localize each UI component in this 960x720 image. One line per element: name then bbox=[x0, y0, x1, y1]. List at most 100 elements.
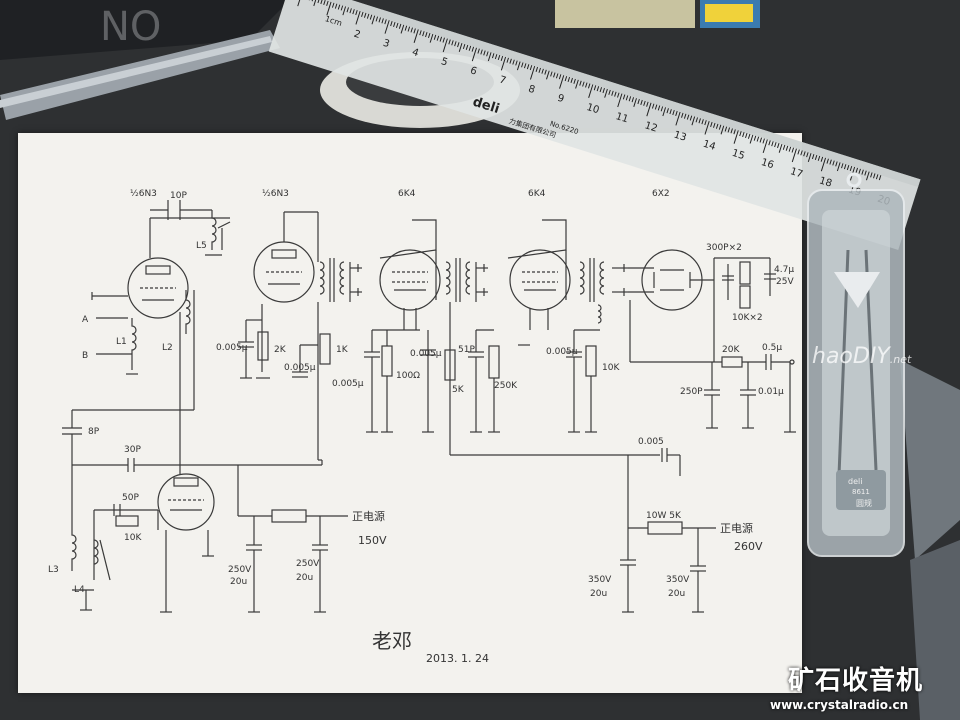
ruler-tick bbox=[742, 132, 745, 138]
label-v5: 6X2 bbox=[652, 189, 670, 199]
ruler-tick bbox=[756, 136, 760, 142]
label-10p: 10P bbox=[170, 191, 187, 201]
ruler-tick bbox=[567, 76, 571, 83]
ruler-tick bbox=[323, 0, 326, 6]
ruler-tick bbox=[849, 165, 853, 172]
ruler-tick bbox=[785, 145, 789, 151]
ruler-tick bbox=[340, 5, 344, 11]
ruler-tick bbox=[646, 101, 649, 107]
ruler-tick bbox=[704, 120, 707, 126]
ruler-tick bbox=[516, 61, 521, 71]
ruler-tick bbox=[468, 45, 472, 51]
ruler-tick bbox=[727, 127, 731, 133]
label-10k: 10K bbox=[602, 363, 620, 373]
watermark-haodiy: haoDIY.net bbox=[812, 344, 911, 369]
ruler-tick bbox=[631, 97, 635, 103]
label-c350b-v: 350V bbox=[666, 575, 690, 585]
ruler-tick bbox=[433, 34, 437, 40]
ruler-tick bbox=[788, 146, 792, 152]
label-05u: 0.5μ bbox=[762, 343, 782, 353]
ruler-tick bbox=[363, 12, 367, 18]
watermark-haodiy-tld: .net bbox=[889, 353, 912, 366]
ruler-tick bbox=[491, 53, 495, 59]
ruler-tick bbox=[646, 102, 652, 117]
ruler-tick bbox=[777, 143, 780, 149]
ruler-tick bbox=[718, 124, 722, 130]
ruler-tick bbox=[320, 0, 323, 5]
ruler-tick bbox=[544, 69, 547, 75]
ruler-tick bbox=[749, 134, 754, 144]
ruler-tick bbox=[878, 175, 882, 181]
label-1k: 1K bbox=[336, 345, 349, 355]
ruler-tick bbox=[494, 54, 498, 60]
watermark-site-url: www.crystalradio.cn bbox=[770, 698, 909, 712]
ruler-tick bbox=[471, 47, 477, 62]
label-l3: L3 bbox=[48, 565, 59, 575]
ruler-tick bbox=[654, 104, 658, 110]
ruler-tick bbox=[864, 170, 867, 176]
label-v4: 6K4 bbox=[528, 189, 546, 199]
ruler-tick bbox=[669, 109, 672, 115]
label-c350a-u: 20u bbox=[590, 589, 607, 599]
label-c350a-v: 350V bbox=[588, 575, 612, 585]
ruler-tick bbox=[526, 64, 530, 70]
label-c250a-v: 250V bbox=[228, 565, 252, 575]
label-0005-c: 0.005μ bbox=[332, 379, 364, 389]
ruler-tick bbox=[768, 140, 771, 146]
ruler-tick bbox=[371, 15, 376, 25]
ruler-number: 12 bbox=[643, 120, 658, 134]
ruler-tick bbox=[538, 67, 541, 73]
ruler-tick bbox=[681, 112, 684, 118]
ruler-tick bbox=[541, 68, 544, 74]
ruler-tick bbox=[715, 123, 719, 129]
signature: 老邓 bbox=[372, 629, 412, 653]
ruler-tick bbox=[826, 158, 829, 164]
ruler-tick bbox=[378, 17, 381, 23]
ruler-tick bbox=[861, 169, 864, 175]
ruler-tick bbox=[873, 173, 876, 179]
ruler-number: 10 bbox=[585, 102, 600, 116]
ruler-tick bbox=[686, 114, 690, 120]
case-label: 圆规 bbox=[856, 498, 872, 508]
ruler-tick bbox=[875, 174, 879, 180]
ruler-tick bbox=[689, 115, 693, 121]
ruler-number: 18 bbox=[818, 175, 833, 189]
ruler-tick bbox=[836, 162, 841, 172]
label-c250a-u: 20u bbox=[230, 577, 247, 587]
ruler-tick bbox=[579, 80, 582, 86]
label-v1: ½6N3 bbox=[130, 189, 157, 199]
ruler-tick bbox=[797, 149, 800, 155]
ruler-number: 8 bbox=[527, 84, 536, 96]
ruler-tick bbox=[771, 141, 774, 147]
ruler-tick bbox=[811, 154, 815, 160]
ruler-tick bbox=[427, 32, 431, 39]
ruler-tick bbox=[858, 168, 861, 174]
compass-case: deli 8611 圆规 bbox=[807, 172, 905, 557]
label-8p: 8P bbox=[88, 427, 100, 437]
ruler-tick bbox=[807, 153, 812, 163]
ruler-tick bbox=[672, 110, 675, 116]
ruler-tick bbox=[509, 58, 512, 64]
ruler-tick bbox=[546, 70, 550, 80]
ruler-tick bbox=[404, 25, 408, 31]
ruler-number: 9 bbox=[556, 93, 565, 105]
ruler-tick bbox=[633, 98, 637, 107]
label-100: 100Ω bbox=[396, 371, 420, 381]
ruler-tick bbox=[683, 113, 687, 119]
ruler-tick bbox=[559, 75, 565, 89]
ruler-tick bbox=[334, 3, 338, 9]
ruler-tick bbox=[739, 131, 742, 137]
ruler-tick bbox=[806, 152, 809, 158]
ruler-tick bbox=[855, 167, 859, 173]
ruler-tick bbox=[366, 13, 370, 19]
label-a: A bbox=[82, 315, 89, 325]
ruler-tick bbox=[841, 163, 844, 169]
ruler-number: 6 bbox=[469, 65, 478, 77]
ruler-tick bbox=[317, 0, 320, 4]
ruler-tick bbox=[691, 116, 696, 126]
ruler-tick bbox=[429, 33, 434, 43]
date: 2013. 1. 24 bbox=[426, 652, 489, 665]
ruler-tick bbox=[521, 62, 524, 68]
label-0005-b: 0.005μ bbox=[284, 363, 316, 373]
ruler-tick bbox=[762, 139, 768, 154]
